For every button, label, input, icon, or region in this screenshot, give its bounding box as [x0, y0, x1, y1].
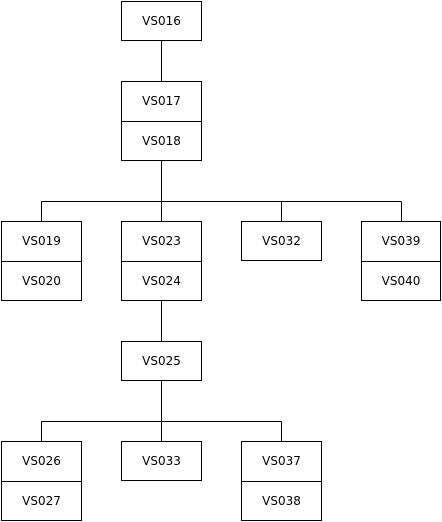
node-vs023-vs024[interactable]: VS023 VS024 [121, 221, 202, 301]
node-label-top: VS037 [262, 454, 301, 468]
node-vs037-vs038[interactable]: VS037 VS038 [241, 441, 322, 521]
node-vs019-vs020[interactable]: VS019 VS020 [1, 221, 82, 301]
node-label: VS033 [142, 454, 181, 468]
node-label-top: VS039 [382, 234, 421, 248]
tree-connectors [41, 41, 402, 441]
node-label: VS016 [142, 14, 181, 28]
node-label: VS032 [262, 234, 301, 248]
node-vs032[interactable]: VS032 [241, 221, 322, 261]
node-box [241, 221, 322, 261]
node-label-bottom: VS038 [262, 494, 301, 508]
node-vs017-vs018[interactable]: VS017 VS018 [121, 81, 202, 161]
node-vs016[interactable]: VS016 [121, 1, 202, 41]
node-label-top: VS017 [142, 94, 181, 108]
node-box [121, 1, 202, 41]
node-label-bottom: VS018 [142, 134, 181, 148]
node-label-top: VS026 [22, 454, 61, 468]
node-label-bottom: VS020 [22, 274, 61, 288]
node-vs039-vs040[interactable]: VS039 VS040 [361, 221, 441, 301]
node-label-top: VS023 [142, 234, 181, 248]
node-label-bottom: VS040 [382, 274, 421, 288]
node-box [121, 441, 202, 481]
node-vs033[interactable]: VS033 [121, 441, 202, 481]
node-vs025[interactable]: VS025 [121, 341, 202, 381]
node-label-bottom: VS027 [22, 494, 61, 508]
node-label-bottom: VS024 [142, 274, 181, 288]
node-vs026-vs027[interactable]: VS026 VS027 [1, 441, 82, 521]
node-label-top: VS019 [22, 234, 61, 248]
node-label: VS025 [142, 354, 181, 368]
node-box [121, 341, 202, 381]
